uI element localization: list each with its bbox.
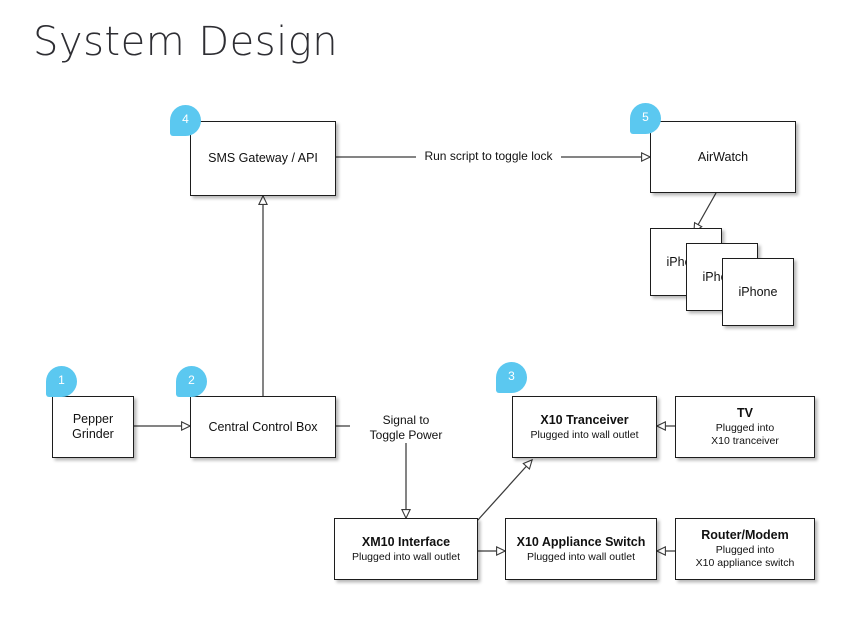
callout-badge-1[interactable]: 1	[46, 366, 77, 397]
node-subtitle: Plugged into wall outlet	[530, 428, 639, 441]
callout-badge-3[interactable]: 3	[496, 362, 527, 393]
iphone-card-front[interactable]: iPhone	[722, 258, 794, 326]
node-title: Pepper Grinder	[72, 412, 114, 441]
callout-number: 2	[188, 372, 195, 387]
node-title: AirWatch	[697, 149, 749, 164]
node-pepper-grinder[interactable]: Pepper Grinder	[52, 396, 134, 458]
node-title: Central Control Box	[208, 419, 318, 434]
node-sms-gateway[interactable]: SMS Gateway / API	[190, 121, 336, 196]
node-subtitle: Plugged into wall outlet	[352, 550, 460, 563]
node-title: X10 Appliance Switch	[516, 534, 646, 549]
edge-xm10-to-tranceiver	[476, 458, 533, 522]
node-title: Router/Modem	[701, 528, 789, 542]
node-airwatch[interactable]: AirWatch	[650, 121, 796, 193]
edge-label-toggle-lock: Run script to toggle lock	[416, 149, 561, 164]
callout-badge-4[interactable]: 4	[170, 105, 201, 136]
node-xm10-interface[interactable]: XM10 Interface Plugged into wall outlet	[334, 518, 478, 580]
callout-number: 4	[182, 111, 189, 126]
node-title: TV	[737, 406, 753, 420]
node-title: SMS Gateway / API	[208, 151, 318, 165]
node-x10-tranceiver[interactable]: X10 Tranceiver Plugged into wall outlet	[512, 396, 657, 458]
callout-number: 3	[508, 368, 515, 383]
edge-label-toggle-power: Signal to Toggle Power	[350, 413, 462, 443]
iphone-label: iPhone	[738, 285, 778, 299]
node-subtitle: Plugged into wall outlet	[527, 550, 635, 563]
edge-airwatch-to-iphones	[693, 192, 717, 234]
callout-badge-2[interactable]: 2	[176, 366, 207, 397]
node-x10-appliance-switch[interactable]: X10 Appliance Switch Plugged into wall o…	[505, 518, 657, 580]
callout-number: 5	[642, 109, 649, 124]
node-subtitle: Plugged into X10 tranceiver	[711, 422, 779, 447]
callout-number: 1	[58, 372, 65, 387]
page-title: System Design	[33, 19, 339, 65]
node-title: XM10 Interface	[361, 534, 451, 549]
callout-badge-5[interactable]: 5	[630, 103, 661, 134]
node-tv[interactable]: TV Plugged into X10 tranceiver	[675, 396, 815, 458]
node-title: X10 Tranceiver	[540, 412, 629, 427]
node-router-modem[interactable]: Router/Modem Plugged into X10 appliance …	[675, 518, 815, 580]
node-subtitle: Plugged into X10 appliance switch	[695, 544, 795, 569]
node-central-control-box[interactable]: Central Control Box	[190, 396, 336, 458]
